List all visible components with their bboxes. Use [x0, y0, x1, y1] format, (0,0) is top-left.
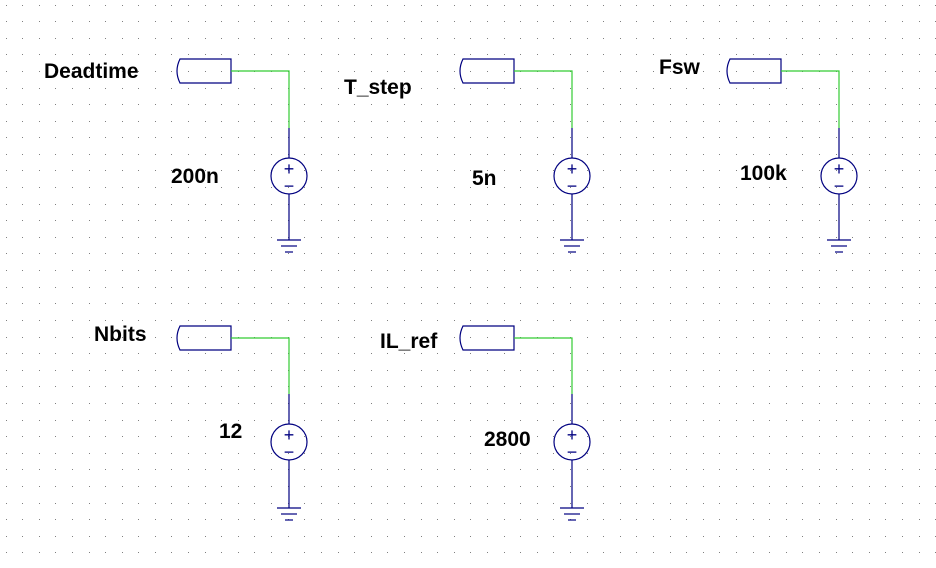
plus-sign: +: [284, 425, 295, 445]
net-flag-icon[interactable]: [726, 58, 782, 84]
net-label-deadtime[interactable]: Deadtime: [44, 60, 139, 83]
wire[interactable]: [231, 337, 290, 394]
net-flag-icon[interactable]: [459, 325, 515, 351]
minus-sign: −: [284, 176, 295, 196]
plus-sign: +: [567, 159, 578, 179]
wire[interactable]: [514, 337, 573, 394]
net-flag-icon[interactable]: [459, 58, 515, 84]
source-group-il-ref[interactable]: IL_ref + − 2800: [380, 325, 591, 521]
net-label-il-ref[interactable]: IL_ref: [380, 330, 438, 353]
plus-sign: +: [284, 159, 295, 179]
source-value-nbits[interactable]: 12: [219, 420, 242, 443]
grid-dots: [6, 5, 936, 553]
source-group-t-step[interactable]: T_step + − 5n: [344, 58, 591, 253]
plus-sign: +: [567, 425, 578, 445]
source-group-deadtime[interactable]: Deadtime + − 200n: [44, 58, 308, 253]
net-flag-icon[interactable]: [176, 325, 232, 351]
net-flag-icon[interactable]: [176, 58, 232, 84]
net-label-t-step[interactable]: T_step: [344, 76, 412, 99]
source-value-fsw[interactable]: 100k: [740, 162, 787, 185]
ground-icon: [277, 507, 301, 521]
ground-icon: [560, 239, 584, 253]
source-value-t-step[interactable]: 5n: [472, 167, 497, 190]
minus-sign: −: [834, 176, 845, 196]
ground-icon: [827, 239, 851, 253]
net-label-fsw[interactable]: Fsw: [659, 56, 701, 79]
source-group-fsw[interactable]: Fsw + − 100k: [659, 56, 858, 253]
plus-sign: +: [834, 159, 845, 179]
wire[interactable]: [514, 70, 573, 128]
minus-sign: −: [567, 442, 578, 462]
minus-sign: −: [567, 176, 578, 196]
ground-icon: [277, 239, 301, 253]
source-value-deadtime[interactable]: 200n: [171, 165, 219, 188]
net-label-nbits[interactable]: Nbits: [94, 323, 147, 346]
source-value-il-ref[interactable]: 2800: [484, 428, 531, 451]
source-group-nbits[interactable]: Nbits + − 12: [94, 323, 308, 521]
wire[interactable]: [231, 70, 290, 128]
ground-icon: [560, 507, 584, 521]
wire[interactable]: [781, 70, 840, 128]
minus-sign: −: [284, 442, 295, 462]
